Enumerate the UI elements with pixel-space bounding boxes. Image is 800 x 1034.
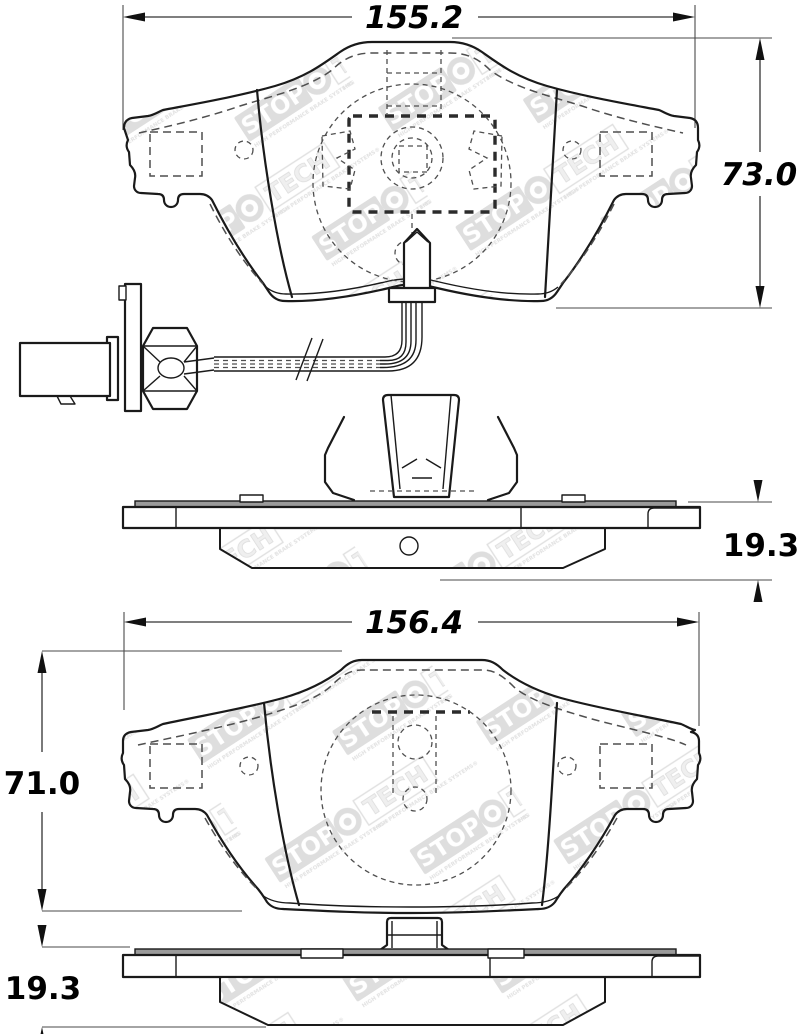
- inner-pad-side-view: [121, 916, 702, 1026]
- inner-pad-height-label: 71.0: [4, 766, 81, 802]
- ear-dashed-box-left: [149, 743, 203, 789]
- ear-dashed-box-right: [599, 131, 653, 177]
- plate-center-lug: [378, 916, 451, 952]
- arrowhead-up: [40, 1027, 44, 1034]
- wire-break-mark: [306, 338, 324, 382]
- arrowhead-down: [37, 925, 47, 947]
- pad-inner-dashed-outline: [137, 669, 687, 746]
- inner-pad-thickness-dimension: 19.3: [5, 925, 266, 1034]
- sensor-connector-plug: [18, 341, 112, 398]
- inner-pad-thickness-label: 19.3: [5, 971, 82, 1007]
- arrowhead-left: [124, 617, 146, 627]
- arrowhead-down: [37, 889, 47, 911]
- rivet-hole-left: [234, 140, 254, 160]
- retaining-clip: [323, 393, 519, 502]
- plate-tab: [239, 494, 264, 503]
- wire-break-mark: [295, 337, 313, 381]
- outer-pad-side-view: [121, 393, 702, 569]
- inner-pad-outline: [120, 658, 702, 915]
- friction-divider-left: [262, 701, 301, 907]
- plate-recess: [300, 948, 344, 959]
- sensor-grommet: [141, 326, 215, 411]
- arrowhead-right: [677, 617, 699, 627]
- arrowhead-up: [755, 38, 765, 60]
- wear-sensor-assembly: [18, 227, 437, 413]
- friction-hole: [399, 536, 419, 556]
- outer-pad-front-view: [122, 40, 701, 303]
- sensor-bracket-tab: [118, 285, 127, 301]
- inner-pad-height-dimension: 71.0: [4, 650, 342, 912]
- backing-plate: [121, 953, 702, 979]
- caliper-dashed-details: [320, 694, 512, 886]
- inner-pad-front-view: [120, 658, 702, 915]
- backing-plate: [121, 505, 702, 530]
- ear-dashed-box-right: [599, 743, 653, 789]
- pad-bottom-rim-line: [261, 894, 561, 908]
- arrowhead-up: [753, 580, 763, 602]
- outer-pad-thickness-dimension: 19.3: [440, 480, 799, 602]
- inner-pad-width-dimension: 156.4: [123, 605, 700, 726]
- arrowhead-down: [755, 286, 765, 308]
- friction-material: [219, 976, 606, 1026]
- inner-pad-width-label: 156.4: [365, 605, 463, 641]
- friction-divider-left: [255, 88, 294, 299]
- outer-pad-width-dimension: 155.2: [122, 0, 696, 130]
- friction-divider-right: [540, 701, 559, 907]
- pad-inner-dashed-outline: [138, 52, 684, 134]
- sensor-wire: [214, 302, 423, 382]
- arrowhead-up: [37, 651, 47, 673]
- plate-recess: [487, 948, 525, 959]
- plug-latch: [56, 395, 76, 405]
- sensor-pin-collar: [387, 286, 437, 304]
- outer-pad-thickness-label: 19.3: [723, 528, 800, 564]
- sensor-pin: [402, 227, 432, 290]
- sensor-bracket-plate: [123, 282, 143, 413]
- rivet-hole-right: [557, 756, 577, 776]
- rivet-hole-left: [239, 756, 259, 776]
- arrowhead-left: [123, 12, 145, 22]
- outer-pad-width-label: 155.2: [365, 0, 463, 36]
- ear-dashed-box-left: [149, 131, 203, 177]
- clip-wing-left: [323, 415, 356, 502]
- clip-body: [381, 393, 461, 499]
- arrowhead-right: [673, 12, 695, 22]
- top-bump-dashed-collar: [386, 50, 442, 114]
- plate-tab: [561, 494, 586, 503]
- clip-wing-right: [486, 415, 519, 502]
- friction-divider-right: [543, 88, 559, 299]
- rivet-hole-right: [562, 140, 582, 160]
- outer-pad-height-label: 73.0: [721, 157, 798, 193]
- outer-pad-height-dimension: 73.0: [452, 37, 798, 309]
- arrowhead-down: [753, 480, 763, 502]
